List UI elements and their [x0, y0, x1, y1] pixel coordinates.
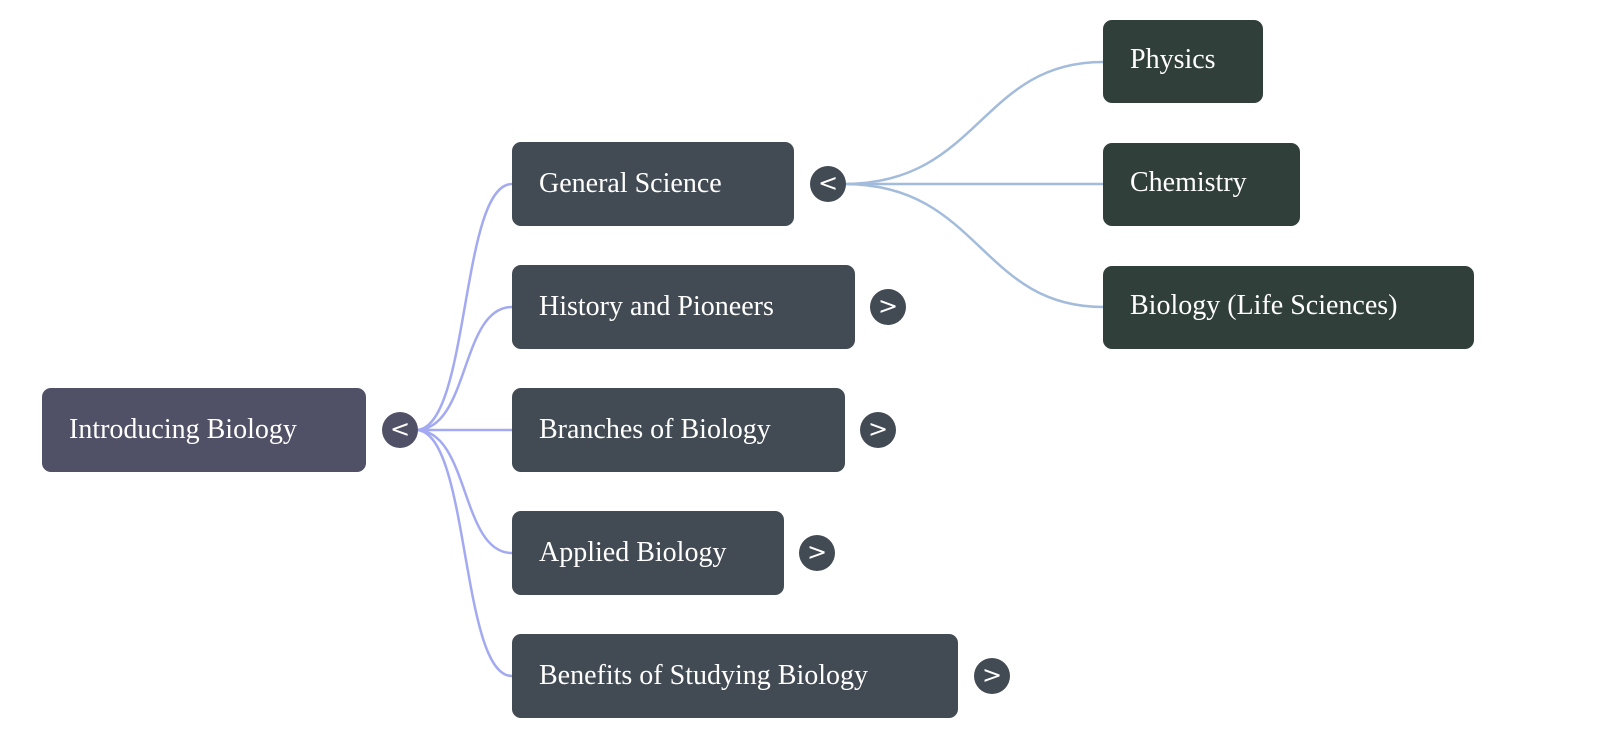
- expand-toggle-benefits[interactable]: >: [974, 658, 1010, 694]
- node-chemistry[interactable]: Chemistry: [1103, 143, 1300, 226]
- edge-root-benefits: [415, 428, 513, 678]
- root-node[interactable]: Introducing Biology: [42, 388, 366, 472]
- node-physics[interactable]: Physics: [1103, 20, 1263, 103]
- collapse-toggle-general-science[interactable]: <: [810, 166, 846, 202]
- edge-gs-physics: [843, 60, 1104, 186]
- edge-gs-biology: [843, 182, 1104, 309]
- edge-root-applied: [415, 428, 513, 555]
- node-label: General Science: [539, 168, 722, 199]
- edge-root-history: [415, 305, 513, 432]
- node-biology-life-sciences[interactable]: Biology (Life Sciences): [1103, 266, 1474, 349]
- node-benefits-of-studying-biology[interactable]: Benefits of Studying Biology: [512, 634, 958, 718]
- node-applied-biology[interactable]: Applied Biology: [512, 511, 784, 595]
- node-general-science[interactable]: General Science: [512, 142, 794, 226]
- node-label: Applied Biology: [539, 537, 727, 568]
- expand-toggle-applied[interactable]: >: [799, 535, 835, 571]
- expand-toggle-branches[interactable]: >: [860, 412, 896, 448]
- node-label: Physics: [1130, 44, 1216, 75]
- node-branches-of-biology[interactable]: Branches of Biology: [512, 388, 845, 472]
- node-label: Branches of Biology: [539, 414, 771, 445]
- node-label: Biology (Life Sciences): [1130, 290, 1398, 321]
- node-label: Benefits of Studying Biology: [539, 660, 868, 691]
- collapse-toggle-root[interactable]: <: [382, 412, 418, 448]
- root-node-label: Introducing Biology: [69, 414, 297, 445]
- edge-root-general-science: [415, 182, 513, 432]
- node-history-and-pioneers[interactable]: History and Pioneers: [512, 265, 855, 349]
- node-label: History and Pioneers: [539, 291, 774, 322]
- node-label: Chemistry: [1130, 167, 1247, 198]
- expand-toggle-history[interactable]: >: [870, 289, 906, 325]
